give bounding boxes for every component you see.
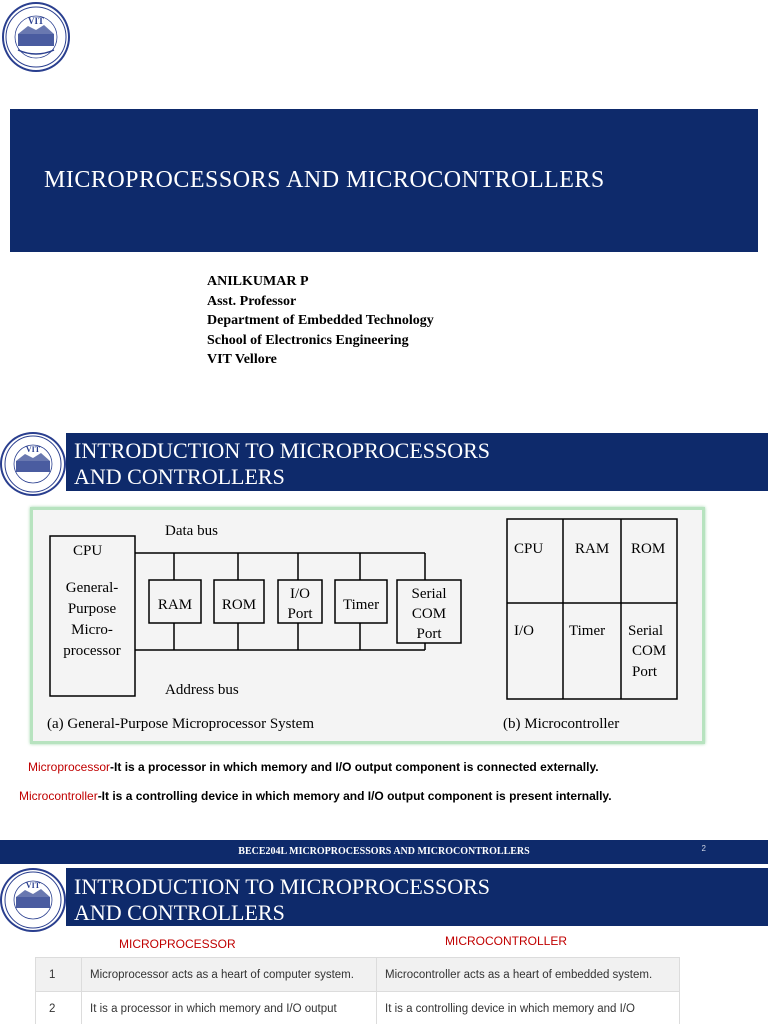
mc-io-label: I/O: [514, 623, 534, 639]
timer-block: Timer: [334, 553, 388, 650]
cpu-block: [49, 535, 136, 697]
slide-2: VIT INTRODUCTION TO MICROPROCESSORS AND …: [0, 430, 768, 830]
page-number: 2: [701, 844, 706, 853]
slide-2-header: INTRODUCTION TO MICROPROCESSORS AND CONT…: [66, 433, 768, 491]
comparison-table: 1 Microprocessor acts as a heart of comp…: [35, 957, 680, 1024]
row-number: 2: [35, 991, 82, 1024]
mc-ram-label: RAM: [575, 541, 609, 557]
address-bus-label: Address bus: [165, 682, 239, 698]
mc-cpu-label: CPU: [514, 541, 543, 557]
timer-label: Timer: [343, 597, 379, 613]
ram-label: RAM: [158, 597, 192, 613]
header-line-2: AND CONTROLLERS: [74, 464, 285, 489]
microcontroller-text: -It is a controlling device in which mem…: [97, 789, 612, 803]
vit-logo-emblem-icon: VIT: [4, 435, 62, 493]
vit-logo-emblem-icon: VIT: [5, 6, 67, 68]
caption-a: (a) General-Purpose Microprocessor Syste…: [47, 716, 314, 732]
mc-timer-label: Timer: [569, 623, 605, 639]
slide-3: VIT INTRODUCTION TO MICROPROCESSORS AND …: [0, 864, 768, 1024]
header-line-2: AND CONTROLLERS: [74, 900, 285, 925]
row-number: 1: [35, 957, 82, 992]
logo-text: VIT: [28, 16, 44, 26]
ram-block: RAM: [148, 553, 202, 650]
port-label: Port: [287, 606, 313, 622]
cpu-desc-line: General-: [66, 580, 118, 596]
cpu-desc-line: processor: [63, 643, 120, 659]
cpu-label: CPU: [73, 543, 102, 559]
vit-logo: VIT: [0, 432, 66, 496]
mc-com-label: COM: [632, 643, 666, 659]
io-label: I/O: [290, 586, 310, 602]
data-bus-label: Data bus: [165, 523, 218, 539]
slide-1: VIT MICROPROCESSORS AND MICROCONTROLLERS…: [0, 0, 768, 400]
author-department: Department of Embedded Technology: [207, 313, 434, 328]
title-band: MICROPROCESSORS AND MICROCONTROLLERS: [10, 109, 758, 252]
serial-com-port-block: Serial COM Port: [396, 553, 462, 650]
header-line-1: INTRODUCTION TO MICROPROCESSORS: [74, 438, 491, 463]
slide-3-header: INTRODUCTION TO MICROPROCESSORS AND CONT…: [66, 868, 768, 926]
course-name: BECE204L MICROPROCESSORS AND MICROCONTRO…: [238, 846, 530, 857]
microprocessor-term: Microprocessor: [28, 760, 111, 774]
io-port-block: I/O Port: [277, 553, 323, 650]
caption-b: (b) Microcontroller: [503, 716, 619, 732]
cpu-desc-line: Micro-: [71, 622, 113, 638]
microcontroller-column-heading: MICROCONTROLLER: [445, 934, 568, 948]
vit-logo: VIT: [0, 868, 66, 932]
author-block: ANILKUMAR P Asst. Professor Department o…: [207, 272, 434, 370]
microprocessor-definition: Microprocessor-It is a processor in whic…: [28, 760, 599, 774]
cpu-desc-line: Purpose: [68, 601, 117, 617]
com-label: COM: [412, 606, 446, 622]
microcontroller-term: Microcontroller: [19, 789, 98, 803]
microcontroller-cell: Microcontroller acts as a heart of embed…: [376, 957, 680, 992]
author-name: ANILKUMAR P: [207, 274, 309, 289]
microcontroller-definition: Microcontroller-It is a controlling devi…: [19, 789, 612, 803]
mc-rom-label: ROM: [631, 541, 665, 557]
rom-block: ROM: [213, 553, 265, 650]
port-label: Port: [416, 626, 442, 642]
logo-text: VIT: [26, 445, 41, 454]
table-row: 2 It is a processor in which memory and …: [35, 991, 680, 1024]
microprocessor-text: -It is a processor in which memory and I…: [110, 760, 599, 774]
architecture-diagram: CPU General- Purpose Micro- processor Da…: [30, 507, 705, 744]
microprocessor-column-heading: MICROPROCESSOR: [119, 937, 236, 951]
logo-text: VIT: [26, 881, 41, 890]
vit-logo: VIT: [2, 2, 70, 72]
serial-label: Serial: [412, 586, 447, 602]
microcontroller-grid: CPU RAM ROM I/O Timer Serial COM Port: [506, 518, 678, 700]
author-school: School of Electronics Engineering: [207, 332, 409, 348]
mc-port-label: Port: [632, 664, 658, 680]
author-institute: VIT Vellore: [207, 352, 277, 367]
mc-serial-label: Serial: [628, 623, 663, 639]
microcontroller-cell: It is a controlling device in which memo…: [376, 991, 680, 1024]
microprocessor-cell: Microprocessor acts as a heart of comput…: [81, 957, 377, 992]
author-designation: Asst. Professor: [207, 293, 297, 309]
rom-label: ROM: [222, 597, 256, 613]
course-footer: BECE204L MICROPROCESSORS AND MICROCONTRO…: [0, 840, 768, 864]
vit-logo-emblem-icon: VIT: [4, 871, 62, 929]
table-row: 1 Microprocessor acts as a heart of comp…: [35, 957, 680, 992]
microprocessor-cell: It is a processor in which memory and I/…: [81, 991, 377, 1024]
header-line-1: INTRODUCTION TO MICROPROCESSORS: [74, 874, 491, 899]
presentation-title: MICROPROCESSORS AND MICROCONTROLLERS: [44, 167, 605, 193]
